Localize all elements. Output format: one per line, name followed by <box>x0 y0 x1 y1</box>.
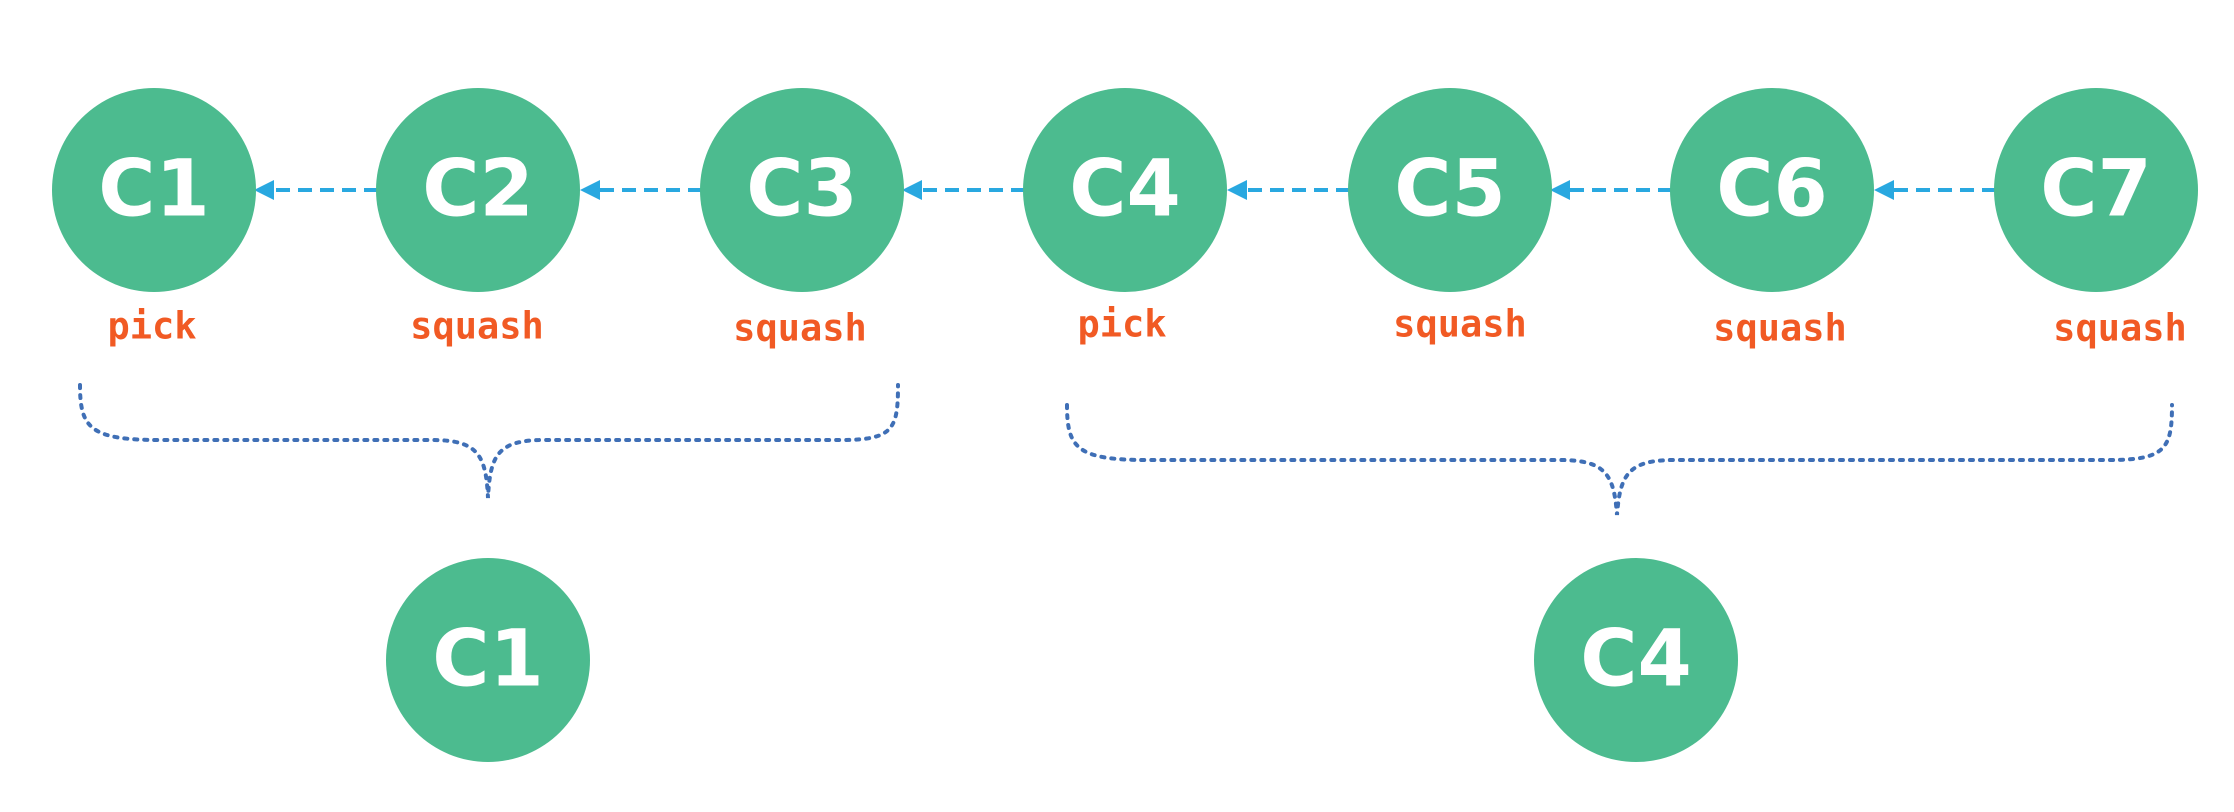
commit-label: C7 <box>2040 144 2152 234</box>
action-label-c1: pick <box>107 305 196 348</box>
commit-node-c6: C6 <box>1670 88 1874 292</box>
group-brace-right <box>1065 403 2174 516</box>
action-label-c6: squash <box>1713 307 1847 350</box>
arrow-c6-to-c5 <box>1550 180 1672 200</box>
arrow-c7-to-c6 <box>1874 180 1996 200</box>
commit-label: C2 <box>422 144 534 234</box>
commit-label: C4 <box>1069 144 1181 234</box>
commit-label: C1 <box>98 144 210 234</box>
arrow-c5-to-c4 <box>1227 180 1350 200</box>
commit-node-c2: C2 <box>376 88 580 292</box>
commit-label: C6 <box>1716 144 1828 234</box>
result-label: C1 <box>432 614 544 704</box>
result-label: C4 <box>1580 614 1692 704</box>
action-label-c4: pick <box>1077 303 1166 346</box>
commit-node-c4: C4 <box>1023 88 1227 292</box>
action-label-c3: squash <box>733 307 867 350</box>
arrow-c2-to-c1 <box>254 180 378 200</box>
commit-label: C5 <box>1394 144 1506 234</box>
action-label-c2: squash <box>410 305 544 348</box>
commit-node-c3: C3 <box>700 88 904 292</box>
commit-node-c7: C7 <box>1994 88 2198 292</box>
commit-label: C3 <box>746 144 858 234</box>
commit-node-c5: C5 <box>1348 88 1552 292</box>
action-label-c5: squash <box>1393 303 1527 346</box>
arrow-c4-to-c3 <box>902 180 1025 200</box>
group-brace-left <box>78 383 900 499</box>
action-label-c7: squash <box>2053 307 2187 350</box>
result-node-c1: C1 <box>386 558 590 762</box>
result-node-c4: C4 <box>1534 558 1738 762</box>
arrow-c3-to-c2 <box>580 180 702 200</box>
commit-node-c1: C1 <box>52 88 256 292</box>
